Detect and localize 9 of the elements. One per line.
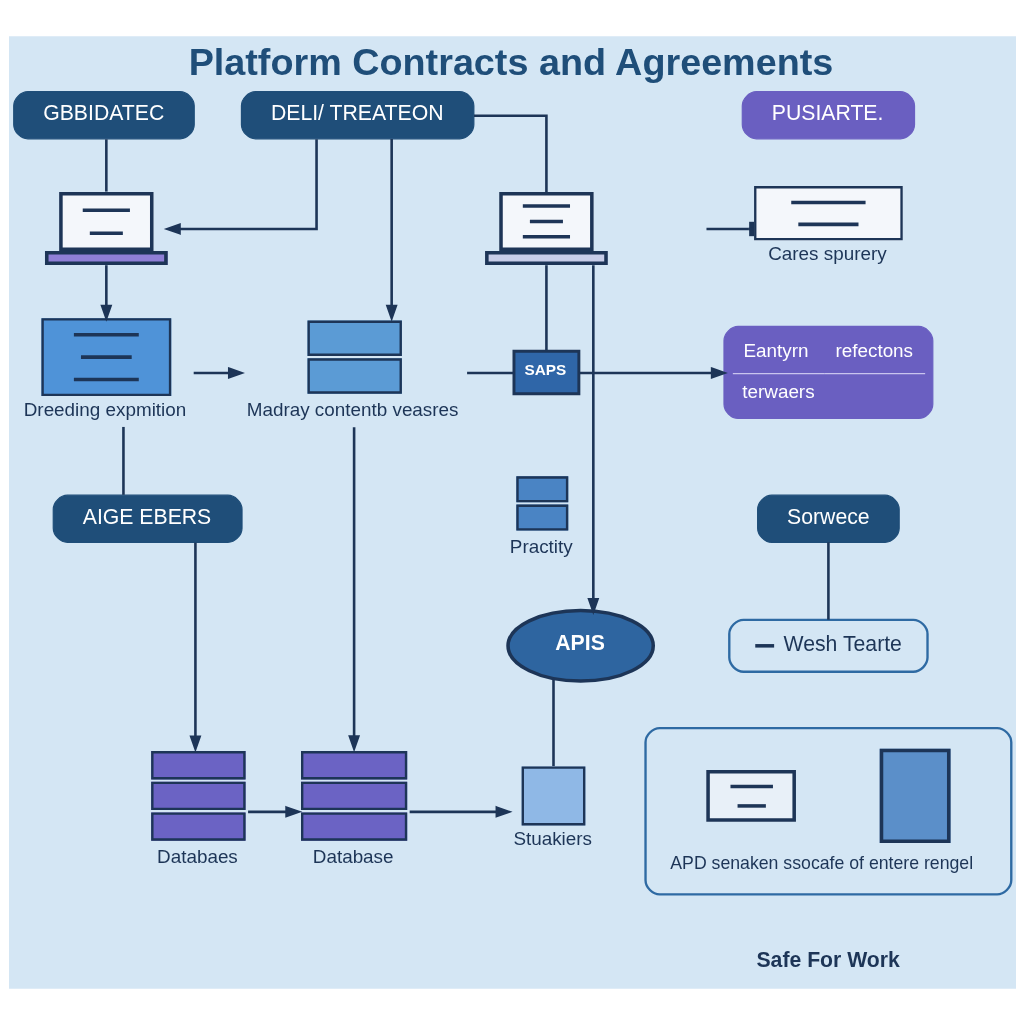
node-label: Dreeding expmition bbox=[23, 398, 186, 420]
node-label: Cares spurery bbox=[767, 242, 887, 264]
node-label: Madray contentb veasres bbox=[246, 398, 458, 420]
label: Safe For Work bbox=[755, 947, 900, 971]
node-label: Databaes bbox=[156, 845, 238, 867]
diagram-title: Platform Contracts and Agreements bbox=[188, 40, 833, 83]
node-label: Database bbox=[312, 845, 394, 867]
node-label: Stuakiers bbox=[512, 827, 592, 849]
node-label: Practity bbox=[509, 535, 573, 557]
